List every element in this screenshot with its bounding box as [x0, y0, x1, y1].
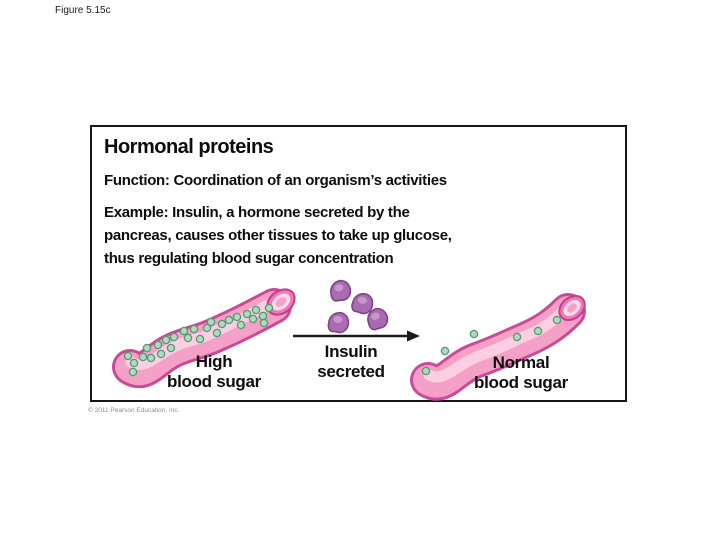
copyright-text: © 2011 Pearson Education, Inc.	[88, 407, 180, 414]
insulin-label-line-2: secreted	[317, 362, 385, 381]
figure-label: Figure 5.15c	[55, 5, 111, 16]
example-line-1: Example: Insulin, a hormone secreted by …	[104, 204, 410, 221]
high-label-line-1: High	[195, 352, 233, 371]
insulin-label-line-1: Insulin	[324, 342, 378, 361]
example-text: Example: Insulin, a hormone secreted by …	[104, 201, 452, 270]
normal-label-line-1: Normal	[492, 353, 550, 372]
high-blood-sugar-label: High blood sugar	[167, 352, 261, 392]
function-text: Function: Coordination of an organism’s …	[104, 172, 447, 189]
normal-label-line-2: blood sugar	[474, 373, 568, 392]
example-line-2: pancreas, causes other tissues to take u…	[104, 227, 452, 244]
normal-blood-sugar-label: Normal blood sugar	[474, 353, 568, 393]
example-line-3: thus regulating blood sugar concentratio…	[104, 250, 394, 267]
high-label-line-2: blood sugar	[167, 372, 261, 391]
panel-title: Hormonal proteins	[104, 136, 274, 158]
insulin-secreted-label: Insulin secreted	[317, 342, 385, 382]
